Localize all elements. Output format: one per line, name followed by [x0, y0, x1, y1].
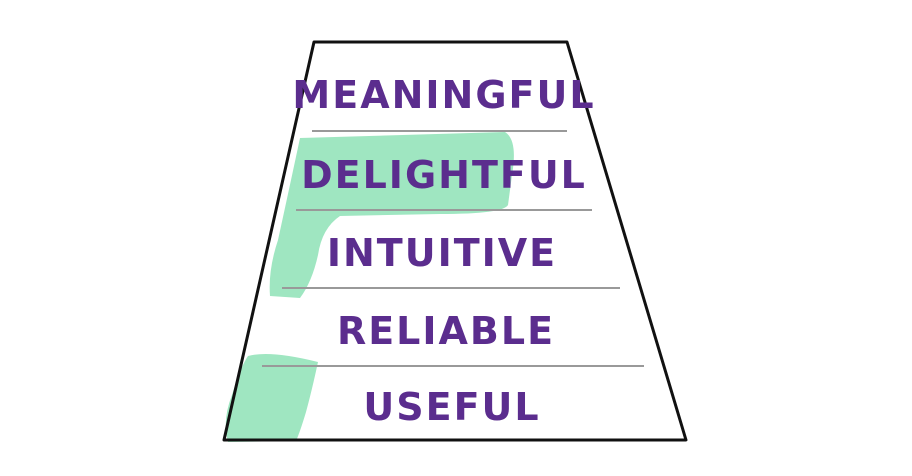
layer-label-reliable: RELIABLE [337, 309, 555, 353]
pyramid-outline [222, 40, 688, 442]
layer-label-useful: USEFUL [363, 385, 540, 429]
layer-label-intuitive: INTUITIVE [327, 231, 557, 275]
layer-label-meaningful: MEANINGFUL [292, 73, 595, 117]
layer-label-delightful: DELIGHTFUL [301, 153, 587, 197]
highlight-lower [225, 354, 318, 442]
highlight-upper [269, 132, 514, 298]
